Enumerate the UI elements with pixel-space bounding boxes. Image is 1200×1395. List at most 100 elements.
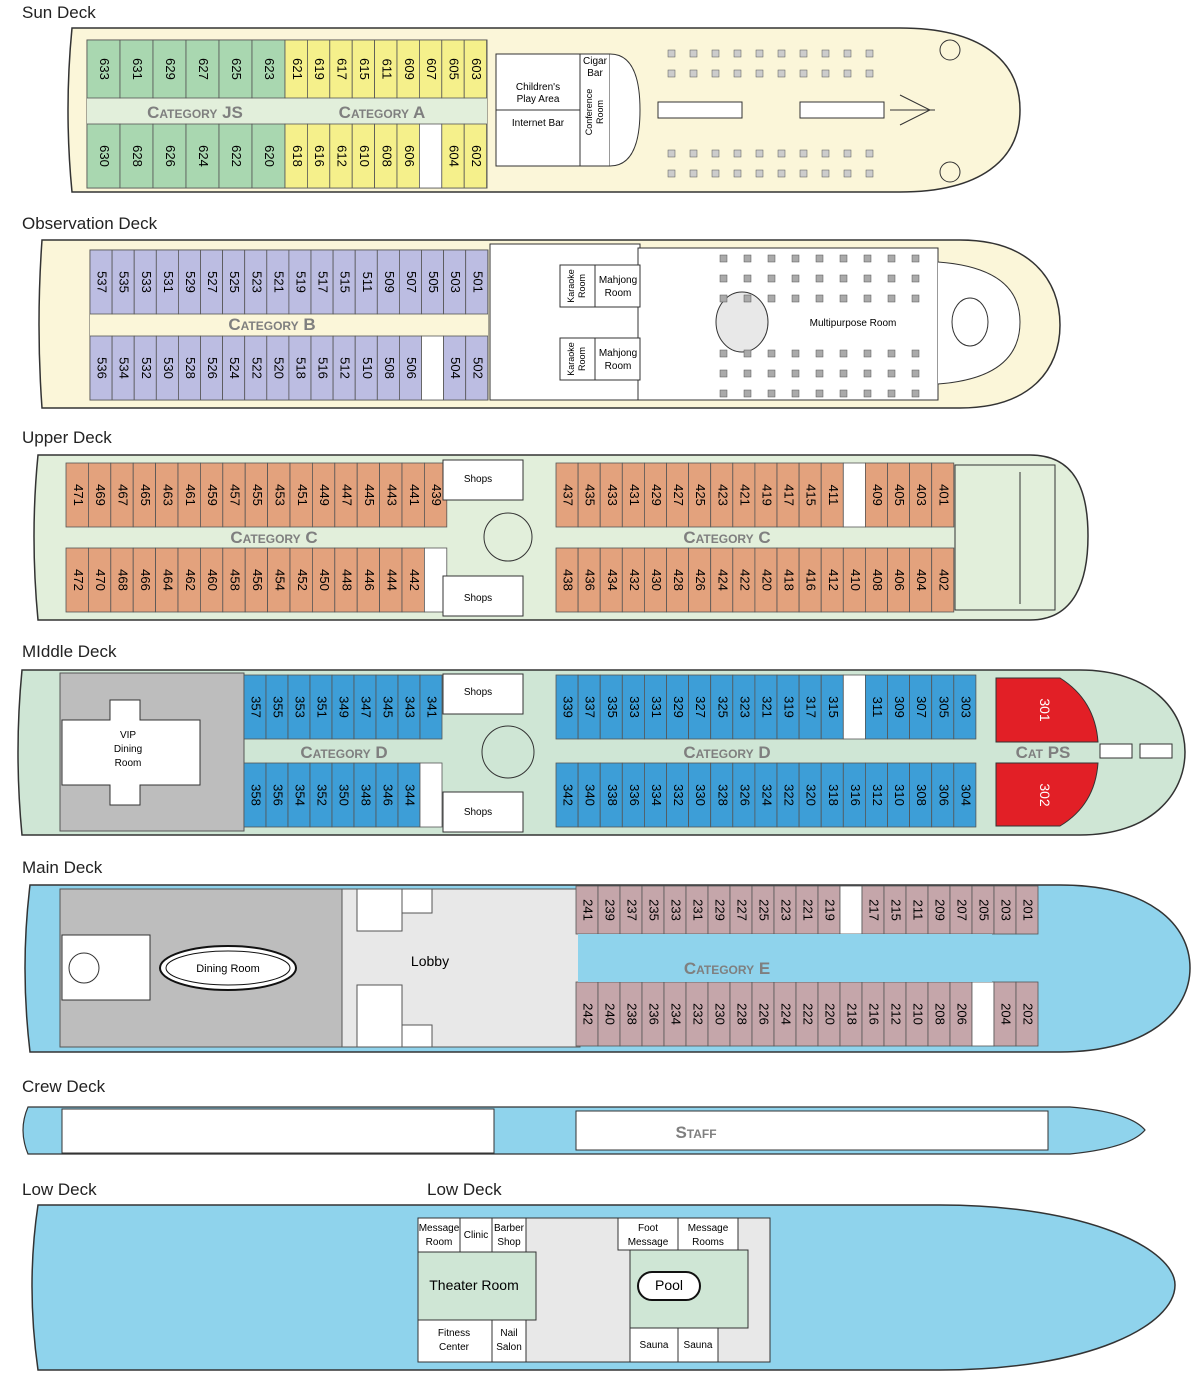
upper-cabin-number: 435 bbox=[583, 484, 598, 506]
main-cabin-number: 211 bbox=[911, 900, 926, 921]
middle-ps-302-room bbox=[995, 762, 1099, 827]
middle-shops-bottom: Shops bbox=[464, 807, 492, 818]
upper-cabin-number: 472 bbox=[71, 569, 86, 591]
obs-cabin-number: 524 bbox=[227, 357, 242, 379]
upper-cabin-number: 462 bbox=[183, 569, 198, 591]
chair bbox=[821, 149, 830, 158]
obs-multipurpose: Multipurpose Room bbox=[810, 318, 897, 329]
sun-cabin-number: 603 bbox=[469, 58, 484, 80]
sun-conference: ConferenceRoom bbox=[584, 89, 605, 136]
main-deck-title: Main Deck bbox=[22, 858, 103, 877]
chair bbox=[839, 349, 848, 358]
chair bbox=[843, 169, 852, 178]
chair bbox=[767, 274, 776, 283]
sun-cabin-620 bbox=[251, 123, 286, 189]
obs-cabin-number: 536 bbox=[95, 357, 110, 379]
obs-cabin-number: 511 bbox=[360, 272, 375, 293]
obs-cabin-number: 525 bbox=[227, 271, 242, 293]
upper-cabin-number: 430 bbox=[649, 569, 664, 591]
chair bbox=[815, 254, 824, 263]
upper-cabin-number: 459 bbox=[205, 484, 220, 506]
obs-cabin-number: 519 bbox=[294, 271, 309, 293]
obs-cabin-number: 506 bbox=[404, 357, 419, 379]
upper-cabin-number: 437 bbox=[561, 484, 576, 506]
upper-c-label-aft: Category C bbox=[230, 528, 317, 547]
upper-cabin-number: 448 bbox=[340, 569, 355, 591]
chair bbox=[733, 149, 742, 158]
middle-cabin-number: 322 bbox=[782, 784, 797, 806]
middle-cabin-number: 329 bbox=[671, 696, 686, 718]
main-cabin-number: 235 bbox=[647, 899, 662, 921]
chair bbox=[843, 69, 852, 78]
upper-cabin-number: 444 bbox=[384, 569, 399, 591]
chair bbox=[777, 169, 786, 178]
chair bbox=[743, 349, 752, 358]
obs-cabin-number: 516 bbox=[316, 357, 331, 379]
obs-cabin-number: 510 bbox=[360, 357, 375, 379]
upper-cabin-number: 425 bbox=[693, 484, 708, 506]
upper-cabin-number: 422 bbox=[737, 569, 752, 591]
sun-cabin-624 bbox=[185, 123, 220, 189]
chair bbox=[911, 294, 920, 303]
chair bbox=[791, 349, 800, 358]
upper-cabin-number: 438 bbox=[561, 569, 576, 591]
upper-cabin-number: 424 bbox=[715, 569, 730, 591]
chair bbox=[863, 274, 872, 283]
chair bbox=[667, 149, 676, 158]
upper-cabin-number: 409 bbox=[870, 484, 885, 506]
obs-cabin-number: 530 bbox=[161, 357, 176, 379]
chair bbox=[791, 369, 800, 378]
chair bbox=[719, 389, 728, 398]
upper-cabin-number: 450 bbox=[317, 569, 332, 591]
chair bbox=[799, 49, 808, 58]
middle-ps-301-room bbox=[995, 677, 1099, 743]
obs-cabin-number: 509 bbox=[382, 271, 397, 293]
main-cabin-number: 234 bbox=[669, 1003, 684, 1025]
middle-cabin-number: 330 bbox=[693, 784, 708, 806]
middle-ps-301: 301 bbox=[1037, 698, 1053, 722]
main-cabin-number: 220 bbox=[823, 1003, 838, 1025]
sun-cabin-number: 616 bbox=[312, 145, 327, 167]
sun-cabin-626 bbox=[152, 123, 187, 189]
main-cabin-number: 229 bbox=[713, 899, 728, 921]
upper-cabin-number: 439 bbox=[429, 484, 444, 506]
chair bbox=[887, 369, 896, 378]
crew-deck-title: Crew Deck bbox=[22, 1077, 106, 1096]
middle-cabin-number: 325 bbox=[715, 696, 730, 718]
chair bbox=[667, 69, 676, 78]
chair bbox=[767, 369, 776, 378]
middle-cabin-304 bbox=[953, 762, 977, 828]
chair bbox=[821, 169, 830, 178]
main-cabin-number: 204 bbox=[999, 1003, 1014, 1025]
upper-cabin-number: 466 bbox=[138, 569, 153, 591]
chair bbox=[865, 149, 874, 158]
main-cabin-number: 241 bbox=[581, 899, 596, 921]
sun-cabin-633 bbox=[86, 39, 121, 99]
chair bbox=[777, 149, 786, 158]
middle-cabin-number: 334 bbox=[649, 784, 664, 806]
middle-deck-title: MIddle Deck bbox=[22, 642, 117, 661]
chair bbox=[863, 254, 872, 263]
sun-cabin-number: 604 bbox=[447, 145, 462, 167]
middle-cabin-number: 303 bbox=[958, 696, 973, 718]
low-sauna-1: Sauna bbox=[640, 1340, 669, 1351]
upper-shops-bottom: Shops bbox=[464, 593, 492, 604]
sun-cabin-623 bbox=[251, 39, 286, 99]
sun-cabin-number: 623 bbox=[262, 58, 277, 80]
obs-cabin-number: 505 bbox=[426, 271, 441, 293]
main-cabin-number: 242 bbox=[581, 1003, 596, 1025]
low-clinic: Clinic bbox=[464, 1230, 488, 1241]
chair bbox=[777, 69, 786, 78]
middle-cabin-number: 335 bbox=[605, 696, 620, 718]
chair bbox=[689, 49, 698, 58]
sun-a-label: Category A bbox=[339, 103, 426, 122]
crew-staff: Staff bbox=[675, 1123, 716, 1142]
sun-cabin-number: 602 bbox=[469, 145, 484, 167]
upper-deck-title: Upper Deck bbox=[22, 428, 112, 447]
middle-cabin-number: 341 bbox=[425, 696, 440, 718]
main-cabin-number: 225 bbox=[757, 899, 772, 921]
